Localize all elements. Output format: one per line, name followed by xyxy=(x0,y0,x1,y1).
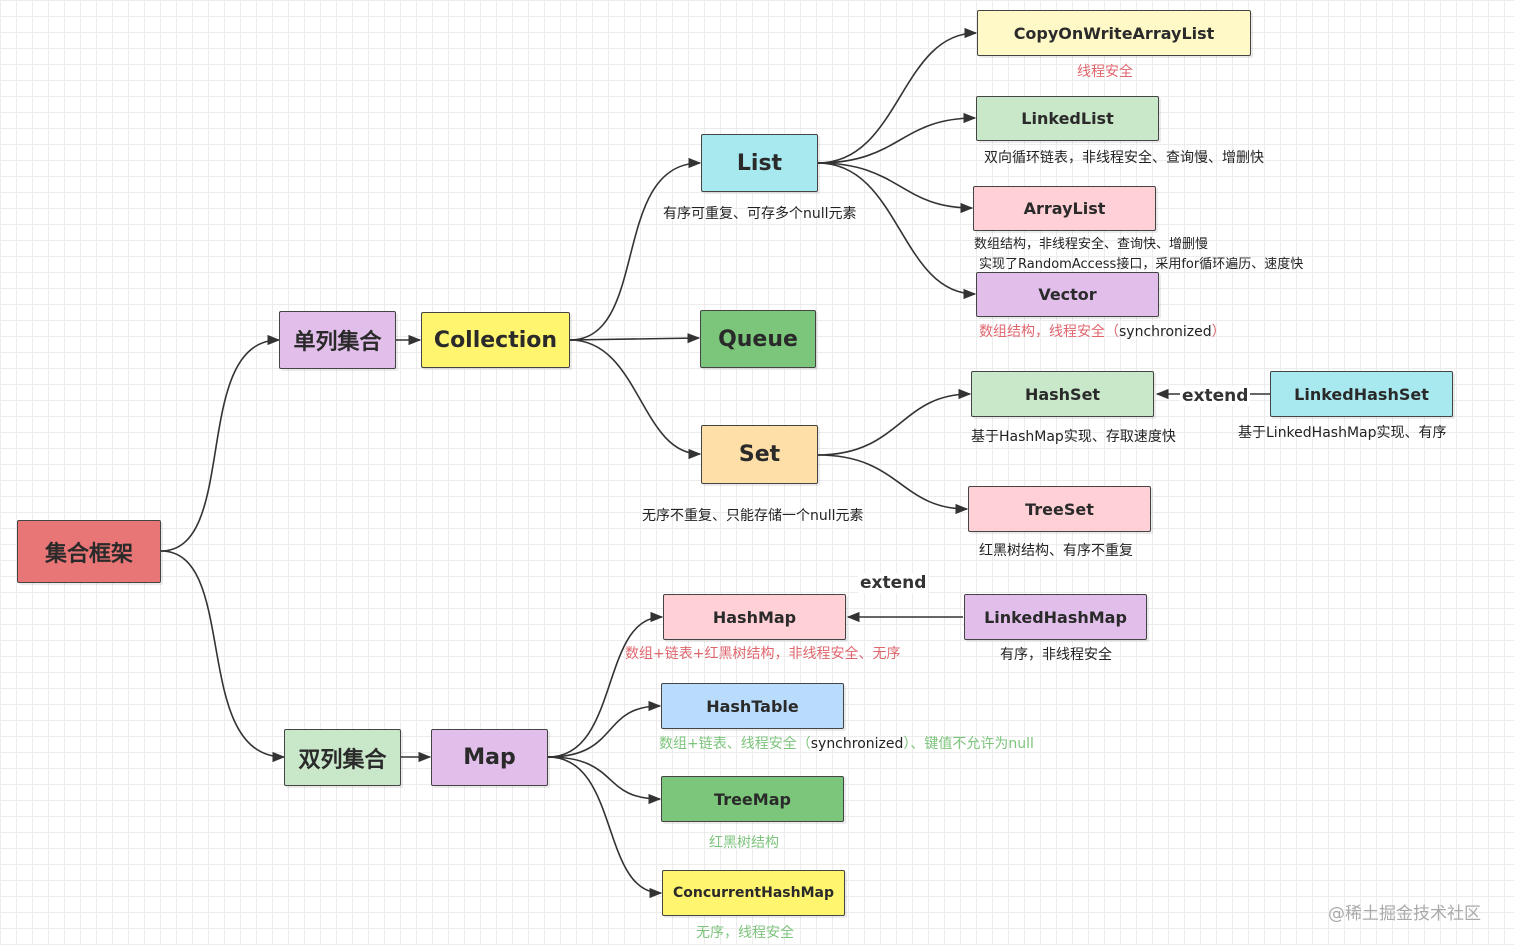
note-hashtable: 数组+链表、线程安全（synchronized）、键值不允许为null xyxy=(659,733,1034,753)
edge-collection-queue xyxy=(569,333,701,344)
edge-list-copyonwrite xyxy=(817,27,978,164)
node-list: List xyxy=(701,134,818,192)
note-list: 有序可重复、可存多个null元素 xyxy=(663,206,857,222)
note-hashmap: 数组+链表+红黑树结构，非线程安全、无序 xyxy=(625,646,901,662)
note-vector-part1: 数组结构，线程安全（ xyxy=(979,324,1119,340)
note-hashtable-part3: ）、键值不允许为null xyxy=(903,736,1034,752)
note-linkedhashset: 基于LinkedHashMap实现、有序 xyxy=(1238,425,1447,441)
note-hashtable-part1: 数组+链表、线程安全（ xyxy=(659,736,811,752)
edge-collection-list xyxy=(569,157,702,341)
node-treemap: TreeMap xyxy=(661,776,844,822)
note-hashset: 基于HashMap实现、存取速度快 xyxy=(971,429,1176,445)
edge-collection-set xyxy=(569,339,702,460)
node-set: Set xyxy=(701,425,818,484)
note-hashtable-part2: synchronized xyxy=(810,736,904,752)
edge-list-vector xyxy=(817,162,977,300)
note-vector: 数组结构，线程安全（synchronized） xyxy=(979,321,1226,341)
node-linkedhashmap: LinkedHashMap xyxy=(964,594,1147,640)
note-arraylist-line1: 数组结构，非线程安全、查询快、增删慢 xyxy=(974,237,1209,252)
node-copyonwritearraylist: CopyOnWriteArrayList xyxy=(977,10,1251,56)
note-set: 无序不重复、只能存储一个null元素 xyxy=(642,508,864,524)
edge-root-double xyxy=(160,550,286,763)
node-collection: Collection xyxy=(421,312,570,368)
edge-set-treeset xyxy=(817,454,969,515)
edge-label-map-extend: extend xyxy=(858,573,929,593)
node-hashmap: HashMap xyxy=(663,594,846,640)
node-double-collection: 双列集合 xyxy=(284,729,401,786)
note-linkedhashmap: 有序，非线程安全 xyxy=(1000,647,1112,663)
node-map: Map xyxy=(431,729,548,786)
note-linkedlist: 双向循环链表，非线程安全、查询慢、增删快 xyxy=(984,150,1264,166)
note-concurrenthashmap: 无序，线程安全 xyxy=(696,925,794,941)
note-arraylist-line2: 实现了RandomAccess接口，采用for循环遍历、速度快 xyxy=(979,257,1304,272)
edge-list-linkedlist xyxy=(817,112,977,164)
edge-map-hashmap xyxy=(547,611,664,758)
node-arraylist: ArrayList xyxy=(973,186,1156,231)
watermark: @稀土掘金技术社区 xyxy=(1328,904,1481,924)
node-vector: Vector xyxy=(976,272,1159,317)
node-root: 集合框架 xyxy=(17,520,161,583)
note-treemap: 红黑树结构 xyxy=(709,835,779,851)
edge-list-arraylist xyxy=(817,162,974,214)
edge-map-treemap xyxy=(547,756,662,805)
node-queue: Queue xyxy=(700,310,816,368)
edge-set-hashset xyxy=(817,388,972,456)
node-concurrenthashmap: ConcurrentHashMap xyxy=(662,870,845,916)
node-single-collection: 单列集合 xyxy=(279,311,396,369)
note-copyonwrite: 线程安全 xyxy=(1077,64,1133,80)
edge-map-concurrent xyxy=(547,756,663,899)
edge-root-single xyxy=(160,334,281,552)
edge-label-set-extend: extend xyxy=(1180,386,1251,406)
node-linkedlist: LinkedList xyxy=(976,96,1159,141)
node-treeset: TreeSet xyxy=(968,486,1151,532)
node-hashtable: HashTable xyxy=(661,683,844,729)
node-hashset: HashSet xyxy=(971,371,1154,417)
edge-map-hashtable xyxy=(547,700,662,758)
note-vector-part3: ） xyxy=(1211,324,1226,340)
note-treeset: 红黑树结构、有序不重复 xyxy=(979,543,1133,559)
node-linkedhashset: LinkedHashSet xyxy=(1270,371,1453,417)
note-vector-part2: synchronized xyxy=(1119,324,1212,340)
